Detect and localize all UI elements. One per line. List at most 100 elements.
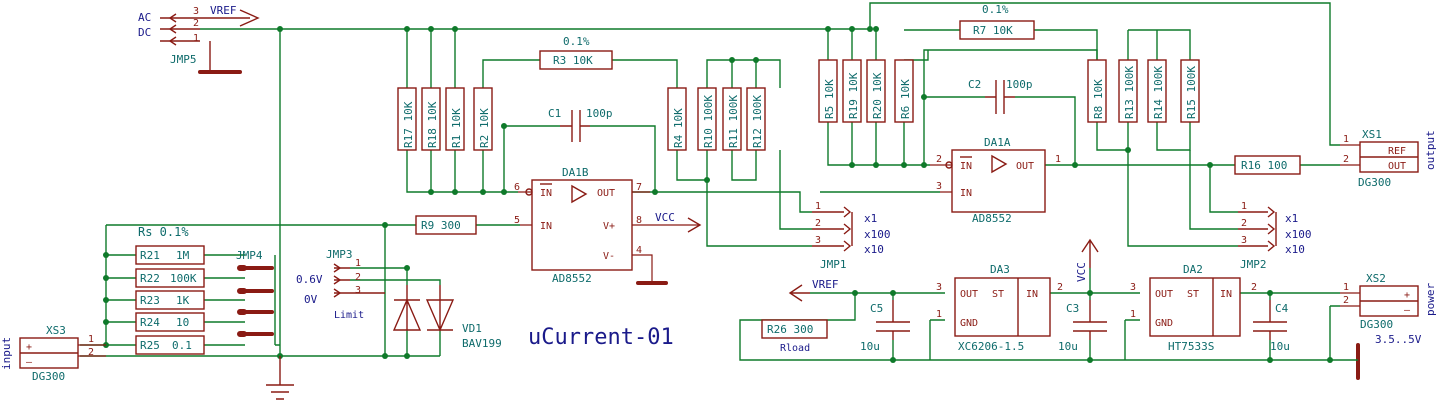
da1a-pin-in: IN <box>960 188 972 199</box>
c3-value: 10u <box>1058 340 1078 353</box>
jmp3-06v: 0.6V <box>296 273 323 286</box>
jmp1-x100: x100 <box>864 228 891 241</box>
rload-label: Rload <box>780 343 810 354</box>
da1b-pin-out: OUT <box>597 188 615 199</box>
r9-label: R9 300 <box>421 219 461 232</box>
xs2-type: DG300 <box>1360 318 1393 331</box>
da1b-pin7: 7 <box>636 182 642 193</box>
xs1-pin1: 1 <box>1343 134 1349 145</box>
da1b-pin5: 5 <box>514 215 520 226</box>
c1-ref: C1 <box>548 107 561 120</box>
r3-label: R3 10K <box>553 54 593 67</box>
c5: C5 10u <box>860 300 910 353</box>
power-range: 3.5..5V <box>1375 333 1422 346</box>
xs3-pin2: 2 <box>88 347 94 358</box>
jmp3-limit: Limit <box>334 310 364 321</box>
c5-value: 10u <box>860 340 880 353</box>
r21-name: R21 <box>140 249 160 262</box>
da2-part: HT7533S <box>1168 340 1214 353</box>
rs-network: Rs 0.1% R21 1M R22 100K R23 1K R24 10 R2… <box>135 225 274 355</box>
jmp3-pin3: 3 <box>355 285 361 296</box>
da3-part: XC6206-1.5 <box>958 340 1024 353</box>
r10-label: R10 100K <box>702 95 715 148</box>
da1b-pin-vminus: V- <box>603 251 615 262</box>
r20-label: R20 10K <box>871 72 884 119</box>
r3: R3 10K 0.1% <box>539 35 613 70</box>
vd1-ref: VD1 <box>462 322 482 335</box>
vd1-part: BAV199 <box>462 337 502 350</box>
da1b-pin8: 8 <box>636 215 642 226</box>
r15-label: R15 100K <box>1185 66 1198 119</box>
r17-label: R17 10K <box>402 101 415 148</box>
r8-label: R8 10K <box>1092 79 1105 119</box>
jmp2-pin2: 2 <box>1241 218 1247 229</box>
page-title: uCurrent-01 <box>528 325 674 350</box>
r26-label: R26 300 <box>767 323 813 336</box>
da3-pin1: 1 <box>936 309 942 320</box>
jumper-jmp1: 1 2 3 x1 x100 x10 JMP1 <box>812 201 891 271</box>
xs2-pin2: 2 <box>1343 295 1349 306</box>
vertical-resistors: R17 10K R18 10K R1 10K R2 10K R4 10K R10… <box>397 59 1200 151</box>
diode-vd1: VD1 BAV199 <box>392 285 502 350</box>
xs3-minus: – <box>26 357 33 368</box>
r23-value: 1K <box>176 294 190 307</box>
r24-value: 10 <box>176 316 189 329</box>
jmp5-pin1: 1 <box>193 33 199 44</box>
xs3-pin1: 1 <box>88 334 94 345</box>
r14-label: R14 100K <box>1152 66 1165 119</box>
da1a-pin-out: OUT <box>1016 161 1034 172</box>
da1a-ref: DA1A <box>984 136 1011 149</box>
jmp3-0v: 0V <box>304 293 318 306</box>
r23 <box>135 290 205 310</box>
r24 <box>135 312 205 332</box>
da1b-part: AD8552 <box>552 272 592 285</box>
da2-pin-out: OUT <box>1155 289 1173 300</box>
net-arrows: VREF VCC <box>788 238 1099 302</box>
label-vcc-regulator: VCC <box>1075 262 1088 282</box>
power-side-label: power <box>1424 283 1436 316</box>
c3-ref: C3 <box>1066 302 1079 315</box>
jmp5-pin2: 2 <box>193 18 199 29</box>
c4-value: 10u <box>1270 340 1290 353</box>
da1b-pin-vplus: V+ <box>603 221 615 232</box>
jmp1-pin1: 1 <box>815 201 821 212</box>
connector-xs2: + – 1 2 XS2 DG300 3.5..5V power <box>1340 272 1436 380</box>
da1b-pin6: 6 <box>514 182 520 193</box>
c3: C3 10u <box>1058 300 1107 353</box>
da1b-pin-in: IN <box>540 221 552 232</box>
da3-pin3: 3 <box>936 282 942 293</box>
da2-pin1: 1 <box>1130 309 1136 320</box>
label-vref-bottom: VREF <box>812 278 839 291</box>
regulator-da3: OUT ST IN GND 3 1 2 DA3 XC6206-1.5 <box>936 263 1063 353</box>
xs1-type: DG300 <box>1358 176 1391 189</box>
c4: C4 10u <box>1253 300 1290 353</box>
da2-pin-gnd: GND <box>1155 318 1173 329</box>
label-dc: DC <box>138 26 151 39</box>
jmp1-pin3: 3 <box>815 235 821 246</box>
jmp2-x100: x100 <box>1285 228 1312 241</box>
xs2-minus: – <box>1404 305 1411 316</box>
c5-ref: C5 <box>870 302 883 315</box>
r22-value: 100K <box>170 272 197 285</box>
opamp-da1a: IN IN OUT 2 3 1 DA1A AD8552 <box>930 136 1061 225</box>
jmp4-ref: JMP4 <box>236 249 263 262</box>
da3-pin-gnd: GND <box>960 318 978 329</box>
da1b-ref: DA1B <box>562 166 589 179</box>
label-vcc-opamp: VCC <box>655 211 675 224</box>
xs2-plus: + <box>1404 290 1410 301</box>
c2: C2 100p <box>968 78 1033 114</box>
output-side-label: output <box>1424 130 1436 170</box>
xs2-name: XS2 <box>1366 272 1386 285</box>
input-side-label: input <box>0 337 13 370</box>
da2-ref: DA2 <box>1183 263 1203 276</box>
da1b-pin-in-neg: IN <box>540 188 552 199</box>
r23-name: R23 <box>140 294 160 307</box>
da1a-part: AD8552 <box>972 212 1012 225</box>
xs1-name: XS1 <box>1362 128 1382 141</box>
connector-xs3: + – 1 2 XS3 DG300 input <box>0 324 106 383</box>
r22 <box>135 268 205 288</box>
r1-label: R1 10K <box>450 108 463 148</box>
jmp1-x1: x1 <box>864 212 877 225</box>
jmp2-pin3: 3 <box>1241 235 1247 246</box>
